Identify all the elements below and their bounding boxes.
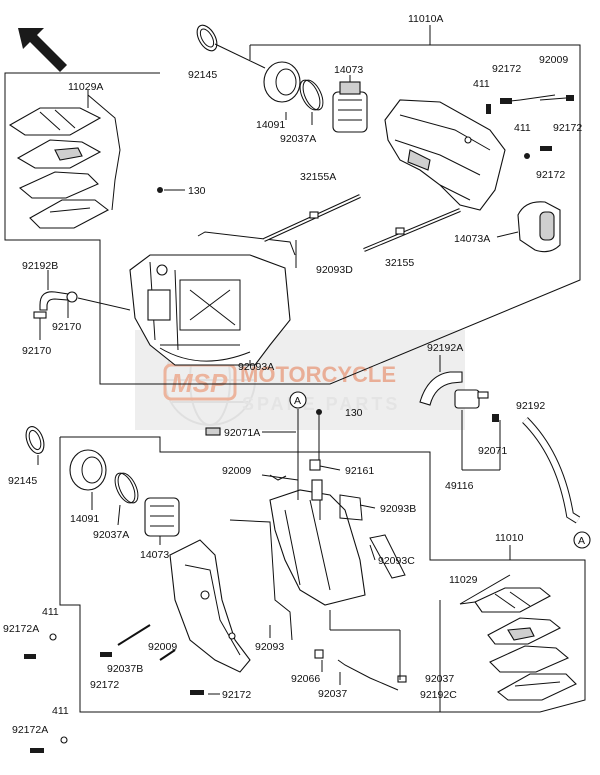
label-92037-b: 92037 <box>318 688 347 700</box>
label-92009-bottom: 92009 <box>148 641 177 653</box>
group-frames <box>4 25 586 713</box>
label-11029: 11029 <box>449 574 478 586</box>
label-92170-b: 92170 <box>22 345 51 357</box>
label-92172-c: 92172 <box>536 169 565 181</box>
label-14073A: 14073A <box>454 233 490 245</box>
frame-11010A-upper <box>4 44 581 385</box>
label-92145-top: 92145 <box>188 69 217 81</box>
label-411-c: 411 <box>42 606 59 618</box>
frame-11010-lower <box>440 559 586 713</box>
label-92172-d: 92172 <box>90 679 119 691</box>
filter-element-stack-11029A <box>8 90 121 229</box>
middle-hoses <box>205 371 591 549</box>
watermark: MSP MOTORCYCLE SPARE PARTS <box>135 330 465 430</box>
label-411-b: 411 <box>514 122 531 134</box>
air-cleaner-lower-housing <box>229 474 406 641</box>
label-130-top: 130 <box>188 185 206 197</box>
part-labels: 11010A 92145 14091 14073 92037A 411 9217… <box>3 13 585 736</box>
label-411-a: 411 <box>473 78 490 90</box>
label-92192: 92192 <box>516 400 545 412</box>
label-92192B: 92192B <box>22 260 58 272</box>
air-cleaner-upper-housing <box>129 231 296 366</box>
label-92172A-a: 92172A <box>3 623 39 635</box>
watermark-title: MOTORCYCLE <box>240 362 396 387</box>
label-92009-top: 92009 <box>539 54 568 66</box>
label-92172-e: 92172 <box>222 689 251 701</box>
duct-14073-lower <box>144 497 180 537</box>
label-A-top: A <box>294 395 301 407</box>
label-11010A: 11010A <box>408 13 443 25</box>
label-92037B: 92037B <box>107 663 143 675</box>
label-32155: 32155 <box>385 257 414 269</box>
watermark-subtitle: SPARE PARTS <box>242 394 400 414</box>
label-92037A-top: 92037A <box>280 133 316 145</box>
label-14073-bottom: 14073 <box>140 549 169 561</box>
label-11010: 11010 <box>495 532 524 544</box>
label-92093D: 92093D <box>316 264 353 276</box>
watermark-logo: MSP <box>171 368 228 398</box>
lower-fasteners <box>24 624 407 753</box>
label-92161: 92161 <box>345 465 374 477</box>
label-92145-bottom: 92145 <box>8 475 37 487</box>
air-cleaner-cover-upper <box>384 94 574 211</box>
upper-small-parts <box>33 24 368 319</box>
label-92192A: 92192A <box>427 342 463 354</box>
label-92037-a: 92037 <box>425 673 454 685</box>
label-92071: 92071 <box>478 445 507 457</box>
label-92192C: 92192C <box>420 689 457 701</box>
label-14091-bottom: 14091 <box>70 513 99 525</box>
pins-32155 <box>263 194 461 268</box>
label-11029A: 11029A <box>68 81 103 93</box>
label-32155A: 32155A <box>300 171 336 183</box>
label-92009-mid: 92009 <box>222 465 251 477</box>
label-411-d: 411 <box>52 705 69 717</box>
label-92170-a: 92170 <box>52 321 81 333</box>
label-14073-top: 14073 <box>334 64 363 76</box>
label-92093C: 92093C <box>378 555 415 567</box>
label-92037A-bottom: 92037A <box>93 529 129 541</box>
label-92172-a: 92172 <box>492 63 521 75</box>
front-direction-arrow-icon <box>18 28 67 72</box>
lower-small-parts <box>25 426 180 537</box>
duct-14073-upper <box>332 81 368 133</box>
label-14091-top: 14091 <box>256 119 285 131</box>
label-92093: 92093 <box>255 641 284 653</box>
label-92093A: 92093A <box>238 361 274 373</box>
label-A-bottom: A <box>578 535 585 547</box>
label-92066: 92066 <box>291 673 320 685</box>
label-130-mid: 130 <box>345 407 363 419</box>
label-92071A: 92071A <box>224 427 260 439</box>
filter-element-stack-11029 <box>459 587 577 701</box>
cap-14073A <box>517 201 561 253</box>
label-92172-b: 92172 <box>553 122 582 134</box>
frame-lower-left <box>59 437 441 713</box>
label-92172A-b: 92172A <box>12 724 48 736</box>
air-cleaner-cover-lower <box>169 539 251 673</box>
leader-lines <box>37 75 519 695</box>
label-49116: 49116 <box>445 480 474 492</box>
label-92093B: 92093B <box>380 503 416 515</box>
